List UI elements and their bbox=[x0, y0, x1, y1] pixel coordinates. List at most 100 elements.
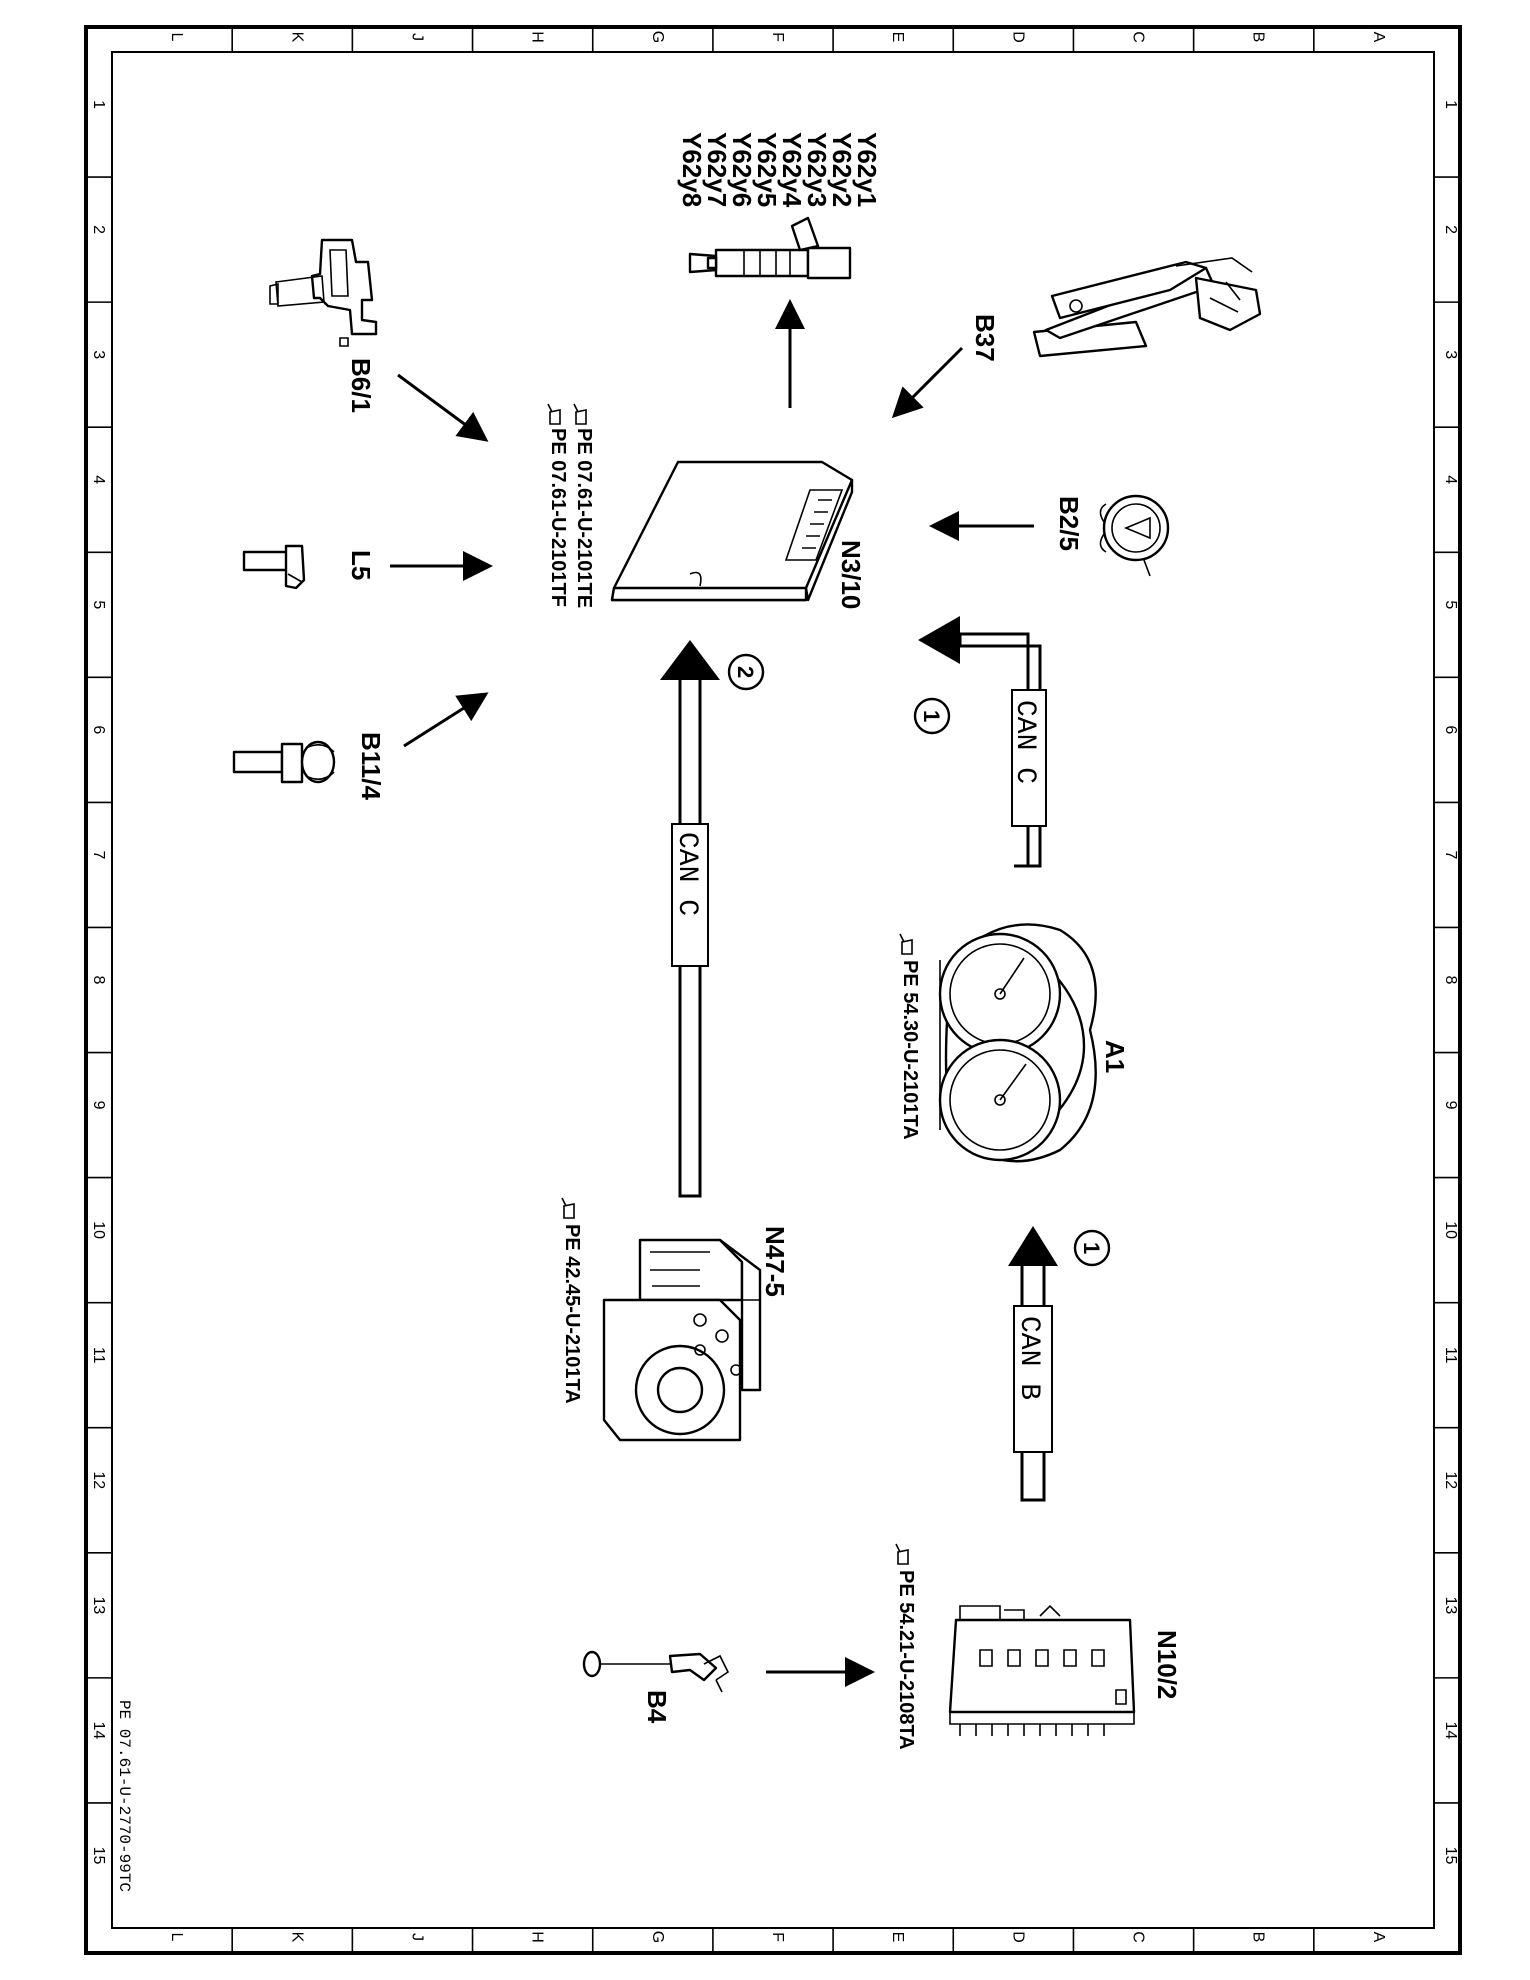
frame-row-label: 2 bbox=[1442, 225, 1459, 234]
reference-hand-icon bbox=[899, 933, 913, 955]
b37-pedal-drawing bbox=[1032, 257, 1262, 358]
b6-1-label: B6/1 bbox=[346, 358, 376, 413]
frame-row-label: 1 bbox=[1442, 100, 1459, 109]
b2-5-sensor-drawing bbox=[1099, 494, 1170, 577]
frame-row-label: 7 bbox=[90, 850, 107, 859]
injector-label: Y62y7 bbox=[702, 132, 732, 207]
b37-accelerator-pedal-sensor: B37 bbox=[891, 257, 1262, 419]
n47-5-label: N47-5 bbox=[760, 1226, 790, 1297]
frame-row-label: 3 bbox=[90, 350, 107, 359]
n3-10-reference-a: PE 07.61-U-2101TE bbox=[573, 428, 595, 608]
frame-column-label: C bbox=[1130, 31, 1147, 43]
frame-row-label: 10 bbox=[90, 1221, 107, 1239]
frame-column-label: A bbox=[1370, 1932, 1387, 1943]
frame-column-label: A bbox=[1370, 32, 1387, 43]
can-c-center-label-box bbox=[671, 823, 709, 967]
frame-row-label: 1 bbox=[90, 100, 107, 109]
callout-1-lower-circle bbox=[1073, 1229, 1111, 1267]
can-b-arrowhead bbox=[1008, 1226, 1058, 1266]
can-c-upper-label-box bbox=[1011, 689, 1047, 827]
frame-column-label: K bbox=[288, 32, 305, 43]
n47-5-esp-control-unit: N47-5 PE 42.45-U-2101TA bbox=[561, 1197, 790, 1442]
injector-label: Y62y4 bbox=[777, 132, 807, 208]
inner-frame bbox=[111, 51, 1435, 1929]
injector-label: Y62y2 bbox=[827, 132, 857, 207]
b2-5-hot-film-sensor: B2/5 bbox=[929, 494, 1170, 577]
frame-column-label: L bbox=[168, 1933, 185, 1942]
frame-row-label: 9 bbox=[1442, 1101, 1459, 1110]
n47-5-reference: PE 42.45-U-2101TA bbox=[561, 1224, 583, 1404]
frame-row-label: 4 bbox=[1442, 475, 1459, 484]
a1-reference: PE 54.30-U-2101TA bbox=[899, 960, 921, 1140]
frame-row-label: 3 bbox=[1442, 350, 1459, 359]
a1-label: A1 bbox=[1100, 1040, 1130, 1073]
n10-2-unit-drawing bbox=[948, 1604, 1136, 1736]
frame-row-label: 15 bbox=[1442, 1847, 1459, 1865]
document-id: PE 07.61-U-2770-99TC bbox=[115, 1700, 133, 1892]
callout-1-upper-circle bbox=[913, 697, 951, 735]
b11-4-label: B11/4 bbox=[356, 732, 386, 800]
can-b-label: CAN B bbox=[1013, 1316, 1044, 1400]
callout-1-lower: 1 bbox=[1079, 1242, 1104, 1254]
reference-hand-icon bbox=[895, 1543, 909, 1565]
frame-row-label: 6 bbox=[1442, 725, 1459, 734]
frame-row-label: 2 bbox=[90, 225, 107, 234]
b4-label: B4 bbox=[642, 1690, 672, 1724]
n3-10-engine-control-unit: N3/10 PE 07.61-U-2101TE PE 07.61-U-2101T… bbox=[547, 403, 866, 609]
can-c-upper-label: CAN C bbox=[1009, 700, 1040, 784]
b2-5-label: B2/5 bbox=[1054, 496, 1084, 551]
frame-row-label: 10 bbox=[1442, 1221, 1459, 1239]
can-c-bus-center: CAN C 2 bbox=[660, 640, 765, 1198]
b11-4-coolant-sensor: B11/4 bbox=[232, 692, 489, 800]
frame-row-label: 4 bbox=[90, 475, 107, 484]
frame-row-label: 12 bbox=[90, 1471, 107, 1489]
frame-row-label: 13 bbox=[1442, 1596, 1459, 1614]
n3-10-label: N3/10 bbox=[836, 540, 866, 609]
callout-2-circle bbox=[727, 653, 765, 691]
frame-row-label: 6 bbox=[90, 725, 107, 734]
can-b-label-box bbox=[1013, 1305, 1053, 1453]
a1-cluster-drawing bbox=[938, 923, 1097, 1163]
frame-row-label: 13 bbox=[90, 1596, 107, 1614]
frame-row-label: 9 bbox=[90, 1101, 107, 1110]
frame-column-label: D bbox=[1009, 1931, 1026, 1943]
frame-row-label: 7 bbox=[1442, 850, 1459, 859]
can-c-center-label: CAN C bbox=[671, 832, 702, 916]
frame-row-label: 14 bbox=[90, 1722, 107, 1740]
callout-2: 2 bbox=[733, 666, 758, 678]
frame-row-label: 8 bbox=[1442, 976, 1459, 985]
b6-1-arrow bbox=[397, 373, 489, 442]
frame-column-label: L bbox=[168, 33, 185, 42]
frame-row-label: 5 bbox=[90, 600, 107, 609]
n10-2-reference: PE 54.21-U-2108TA bbox=[895, 1570, 917, 1750]
b11-4-arrow bbox=[403, 692, 489, 748]
frame-column-label: B bbox=[1250, 1932, 1267, 1943]
frame-row-label: 8 bbox=[90, 976, 107, 985]
n3-10-reference-b: PE 07.61-U-2101TF bbox=[547, 428, 569, 607]
injector-label: Y62y6 bbox=[727, 132, 757, 207]
frame-column-label: J bbox=[408, 1933, 425, 1941]
b11-4-sensor-drawing bbox=[232, 740, 336, 784]
frame-column-label: E bbox=[889, 32, 906, 43]
frame-column-label: H bbox=[529, 1931, 546, 1943]
frame-column-label: B bbox=[1250, 32, 1267, 43]
n10-2-sam-control-unit: N10/2 PE 54.21-U-2108TA bbox=[895, 1543, 1182, 1750]
a1-instrument-cluster: A1 PE 54.30-U-2101TA bbox=[899, 923, 1130, 1163]
callout-1-upper: 1 bbox=[919, 710, 944, 722]
frame-column-label: K bbox=[288, 1932, 305, 1943]
reference-hand-icon bbox=[561, 1197, 575, 1219]
frame-row-label: 12 bbox=[1442, 1471, 1459, 1489]
reference-hand-icon bbox=[547, 403, 587, 425]
b4-fuel-tank-sensor: B4 bbox=[582, 1650, 875, 1724]
injector-drawing bbox=[688, 216, 852, 280]
frame-column-label: F bbox=[769, 32, 786, 42]
frame-column-label: E bbox=[889, 1932, 906, 1943]
frame-row-label: 5 bbox=[1442, 600, 1459, 609]
frame-row-label: 11 bbox=[1442, 1347, 1459, 1364]
can-c-upper-arrowhead bbox=[918, 616, 960, 664]
injector-label: Y62y3 bbox=[802, 132, 832, 207]
l5-label: L5 bbox=[346, 550, 376, 580]
